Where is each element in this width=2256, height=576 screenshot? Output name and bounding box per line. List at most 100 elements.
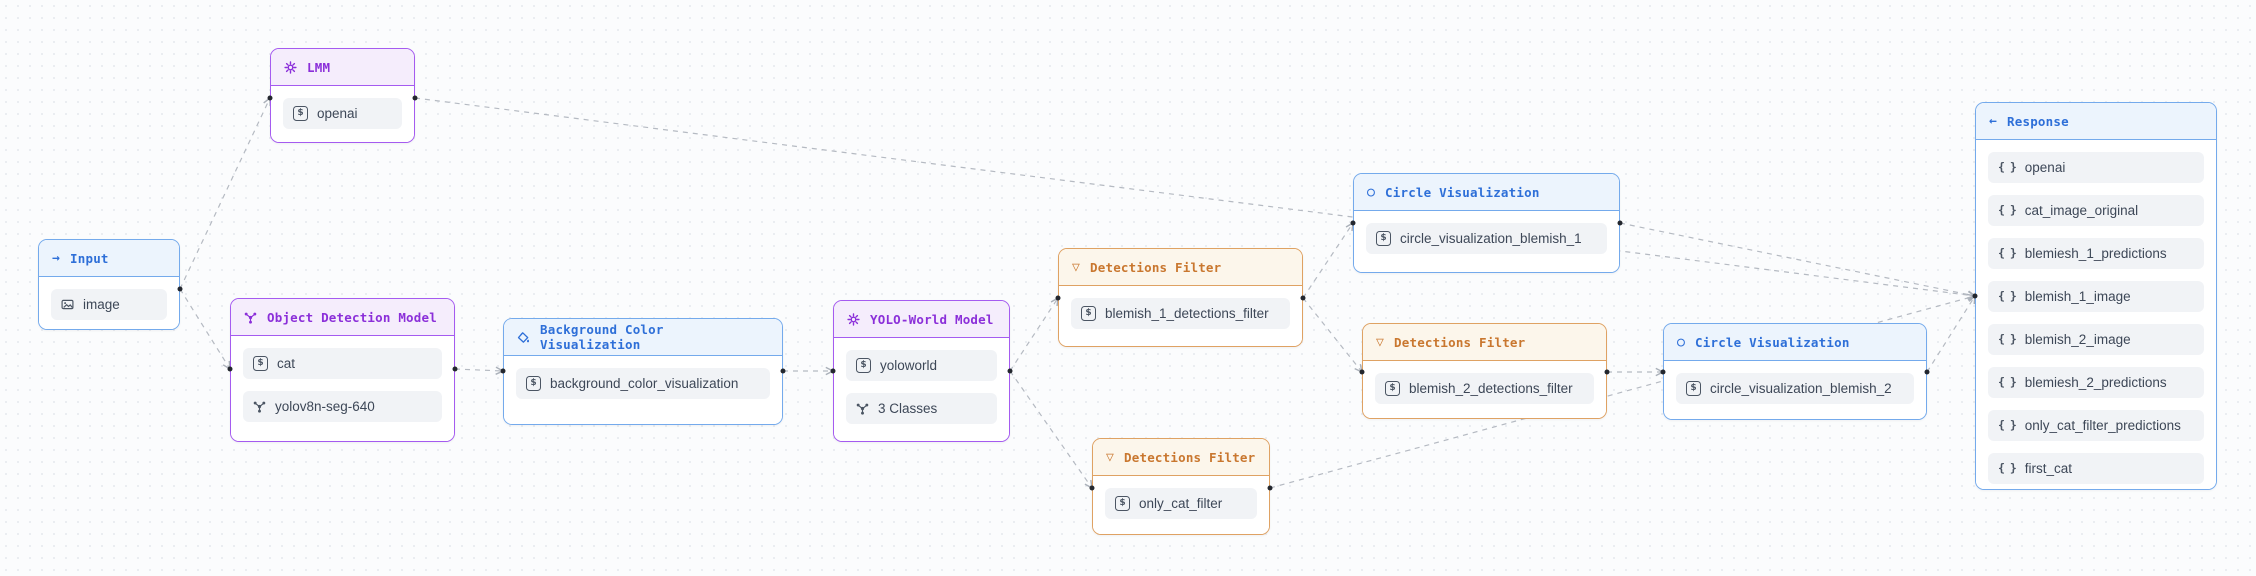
node-item-label: blemish_1_detections_filter — [1105, 306, 1269, 321]
edge-cv1.right-to-response.left — [1619, 222, 1977, 299]
edge-cv2.right-to-response.left — [1926, 294, 1976, 373]
node-item[interactable]: { }only_cat_filter_predictions — [1988, 410, 2204, 441]
node-odm[interactable]: Object Detection Model $cat yolov8n-seg-64… — [230, 298, 455, 442]
funnel-icon: ▽ — [1072, 259, 1081, 275]
node-df1[interactable]: ▽ Detections Filter $ blemish_1_detections_… — [1058, 248, 1303, 347]
port-odm-right — [452, 366, 458, 372]
node-lmm[interactable]: LMM $openai — [270, 48, 415, 143]
port-bcv-left — [500, 368, 506, 374]
circle-icon: ○ — [1367, 184, 1376, 200]
node-item[interactable]: { }first_cat — [1988, 453, 2204, 484]
string-icon: $ — [526, 376, 541, 391]
node-item[interactable]: { }blemiesh_1_predictions — [1988, 238, 2204, 269]
node-header[interactable]: ○ Circle Visualization — [1354, 174, 1619, 211]
string-icon: $ — [1115, 496, 1130, 511]
node-title: Background Color Visualization — [540, 322, 664, 352]
node-ywm[interactable]: YOLO-World Model $yoloworld 3 Classes — [833, 300, 1010, 442]
node-item[interactable]: $background_color_visualization — [516, 368, 770, 399]
port-cv1-right — [1617, 220, 1623, 226]
node-header[interactable]: ▽ Detections Filter — [1093, 439, 1269, 476]
node-item[interactable]: $ only_cat_filter — [1105, 488, 1257, 519]
node-item[interactable]: image — [51, 289, 167, 320]
node-item[interactable]: $yoloworld — [846, 350, 997, 381]
edge-ywm.right-to-df1.left — [1009, 296, 1059, 372]
string-icon: $ — [1686, 381, 1701, 396]
node-item-label: blemiesh_2_predictions — [2024, 375, 2167, 390]
port-cv2-right — [1924, 369, 1930, 375]
node-cv1[interactable]: ○ Circle Visualization $circle_visualizati… — [1353, 173, 1620, 273]
node-item-label: yolov8n-seg-640 — [275, 399, 375, 414]
port-df2-right — [1604, 369, 1610, 375]
node-item[interactable]: $blemish_2_detections_filter — [1375, 373, 1594, 404]
edge-input.right-to-lmm.left — [179, 96, 271, 290]
node-title: Input — [70, 250, 109, 266]
node-item[interactable]: yolov8n-seg-640 — [243, 391, 442, 422]
node-title: Circle Visualization — [1385, 184, 1540, 200]
node-bcv[interactable]: Background Color Visualization $backgroun… — [503, 318, 783, 425]
node-df2[interactable]: ▽Detections Filter $blemish_2_detections_… — [1362, 323, 1607, 419]
edge-ywm.right-to-df3.left — [1009, 370, 1093, 490]
port-df2-left — [1359, 369, 1365, 375]
port-input-right — [177, 286, 183, 292]
graph-icon — [244, 311, 257, 324]
port-bcv-right — [780, 368, 786, 374]
node-item[interactable]: $openai — [283, 98, 402, 129]
node-item[interactable]: { }blemiesh_2_predictions — [1988, 367, 2204, 398]
node-header[interactable]: ○Circle Visualization — [1664, 324, 1926, 361]
node-body: $circle_visualization_blemish_1 — [1354, 211, 1619, 272]
node-header[interactable]: Background Color Visualization — [504, 319, 782, 356]
arrow-left-icon: ← — [1989, 113, 1998, 129]
node-response[interactable]: ←Response{ }openai{ }cat_image_original{… — [1975, 102, 2217, 490]
graph-icon — [253, 400, 266, 413]
node-item[interactable]: { }openai — [1988, 152, 2204, 183]
string-icon: $ — [1376, 231, 1391, 246]
node-item[interactable]: 3 Classes — [846, 393, 997, 424]
node-item-label: blemish_2_detections_filter — [1409, 381, 1573, 396]
node-header[interactable]: ▽Detections Filter — [1363, 324, 1606, 361]
node-item-label: cat_image_original — [2024, 203, 2139, 218]
node-header[interactable]: LMM — [271, 49, 414, 86]
node-item-label: openai — [317, 106, 358, 121]
node-header[interactable]: ▽ Detections Filter — [1059, 249, 1302, 286]
node-item-label: blemish_2_image — [2024, 332, 2131, 347]
node-item[interactable]: $ blemish_1_detections_filter — [1071, 298, 1290, 329]
node-item-label: only_cat_filter — [1139, 496, 1223, 511]
node-df3[interactable]: ▽ Detections Filter $ only_cat_filter — [1092, 438, 1270, 535]
port-df1-right — [1300, 295, 1306, 301]
node-body: image — [39, 277, 179, 329]
node-item[interactable]: { } cat_image_original — [1988, 195, 2204, 226]
node-body: { }openai{ }cat_image_original{ }blemies… — [1976, 140, 2216, 489]
node-cv2[interactable]: ○Circle Visualization $circle_visualizati… — [1663, 323, 1927, 420]
node-header[interactable]: ← Response — [1976, 103, 2216, 140]
node-item[interactable]: $circle_visualization_blemish_2 — [1676, 373, 1914, 404]
port-odm-left — [227, 366, 233, 372]
node-header[interactable]: → Input — [39, 240, 179, 277]
node-item-label: 3 Classes — [878, 401, 938, 416]
braces-icon: { } — [1998, 460, 2017, 475]
node-item[interactable]: { }blemish_2_image — [1988, 324, 2204, 355]
port-lmm-left — [267, 95, 273, 101]
node-item-label: yoloworld — [880, 358, 938, 373]
node-body: $cat yolov8n-seg-640 — [231, 336, 454, 441]
string-icon: $ — [1081, 306, 1096, 321]
node-title: Detections Filter — [1124, 449, 1256, 465]
braces-icon: { } — [1998, 202, 2017, 217]
node-item-label: blemish_1_image — [2024, 289, 2131, 304]
node-header[interactable]: YOLO-World Model — [834, 301, 1009, 338]
node-item[interactable]: { }blemish_1_image — [1988, 281, 2204, 312]
node-item[interactable]: $cat — [243, 348, 442, 379]
node-header[interactable]: Object Detection Model — [231, 299, 454, 336]
gear-icon — [284, 60, 297, 74]
node-title: Response — [2007, 113, 2069, 129]
node-input[interactable]: → Input image — [38, 239, 180, 330]
string-icon: $ — [253, 356, 268, 371]
funnel-icon: ▽ — [1106, 449, 1115, 465]
port-ywm-right — [1007, 368, 1013, 374]
node-item[interactable]: $circle_visualization_blemish_1 — [1366, 223, 1607, 254]
node-item-label: only_cat_filter_predictions — [2024, 418, 2181, 433]
node-title: LMM — [307, 59, 331, 75]
node-title: Detections Filter — [1090, 259, 1222, 275]
arrow-right-icon: → — [52, 250, 61, 266]
node-body: $blemish_2_detections_filter — [1363, 361, 1606, 418]
